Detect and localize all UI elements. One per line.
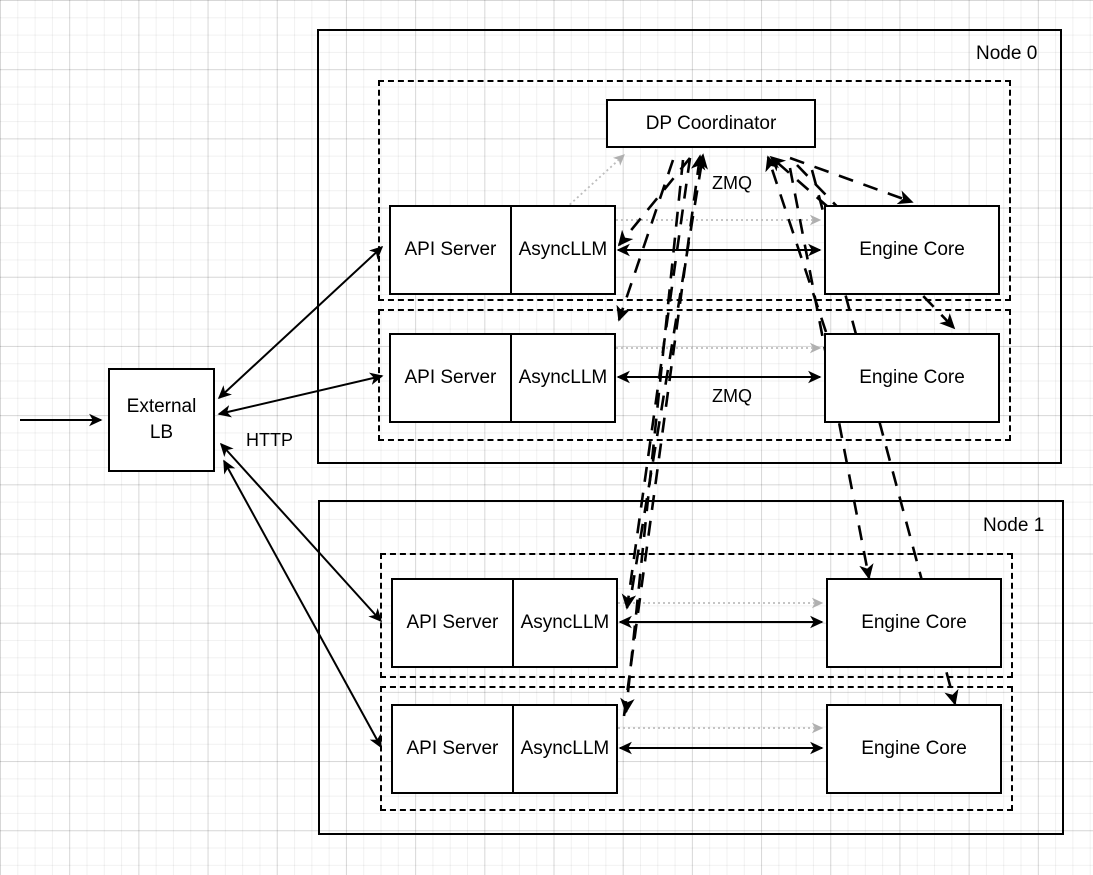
node0-dp0-asyncllm-label: AsyncLLM [518,239,608,260]
node0-dp-group-1 [378,309,1011,441]
node1-dp1-engine-core-label: Engine Core [861,738,967,760]
node0-dp1-engine-core-box[interactable]: Engine Core [824,333,1000,423]
node1-dp0-api-server-label: API Server [393,580,514,666]
node0-dp1-asyncllm-label: AsyncLLM [518,367,608,388]
external-lb-label-line1: External [126,396,197,418]
node1-dp-group-1 [380,686,1013,811]
dp-coordinator-label: DP Coordinator [645,112,777,134]
node0-dp1-api-server-unit[interactable]: API Server AsyncLLM [389,333,616,423]
node-0-label: Node 0 [976,43,1038,64]
node1-dp1-engine-core-box[interactable]: Engine Core [826,704,1002,794]
node1-dp1-asyncllm-label: AsyncLLM [520,738,610,759]
external-lb-label-line2: LB [149,422,174,443]
http-edge-label: HTTP [246,430,293,450]
node-0-container [317,29,1062,464]
node0-dp0-engine-core-label: Engine Core [859,239,965,261]
external-lb-box[interactable]: External LB [108,368,215,472]
node0-dp0-engine-core-box[interactable]: Engine Core [824,205,1000,295]
node0-coordinator-zmq-label: ZMQ [712,173,752,193]
node1-dp0-api-server-unit[interactable]: API Server AsyncLLM [391,578,618,668]
dp-coordinator-box[interactable]: DP Coordinator [606,99,816,148]
node0-dp1-engine-core-label: Engine Core [859,367,965,389]
node1-dp1-api-server-label: API Server [393,706,514,792]
node-1-label: Node 1 [983,515,1045,536]
node0-dp0-api-server-label: API Server [391,207,512,293]
node1-dp0-engine-core-box[interactable]: Engine Core [826,578,1002,668]
node0-dp1-api-server-label: API Server [391,335,512,421]
node1-dp1-api-server-unit[interactable]: API Server AsyncLLM [391,704,618,794]
node1-dp0-engine-core-label: Engine Core [861,612,967,634]
node1-dp-group-0 [380,553,1013,678]
node0-dp0-api-server-unit[interactable]: API Server AsyncLLM [389,205,616,295]
node0-dp-group-0 [378,80,1011,301]
node0-dp1-zmq-label: ZMQ [712,386,752,406]
node1-dp0-asyncllm-label: AsyncLLM [520,612,610,633]
node-1-container [318,500,1064,835]
